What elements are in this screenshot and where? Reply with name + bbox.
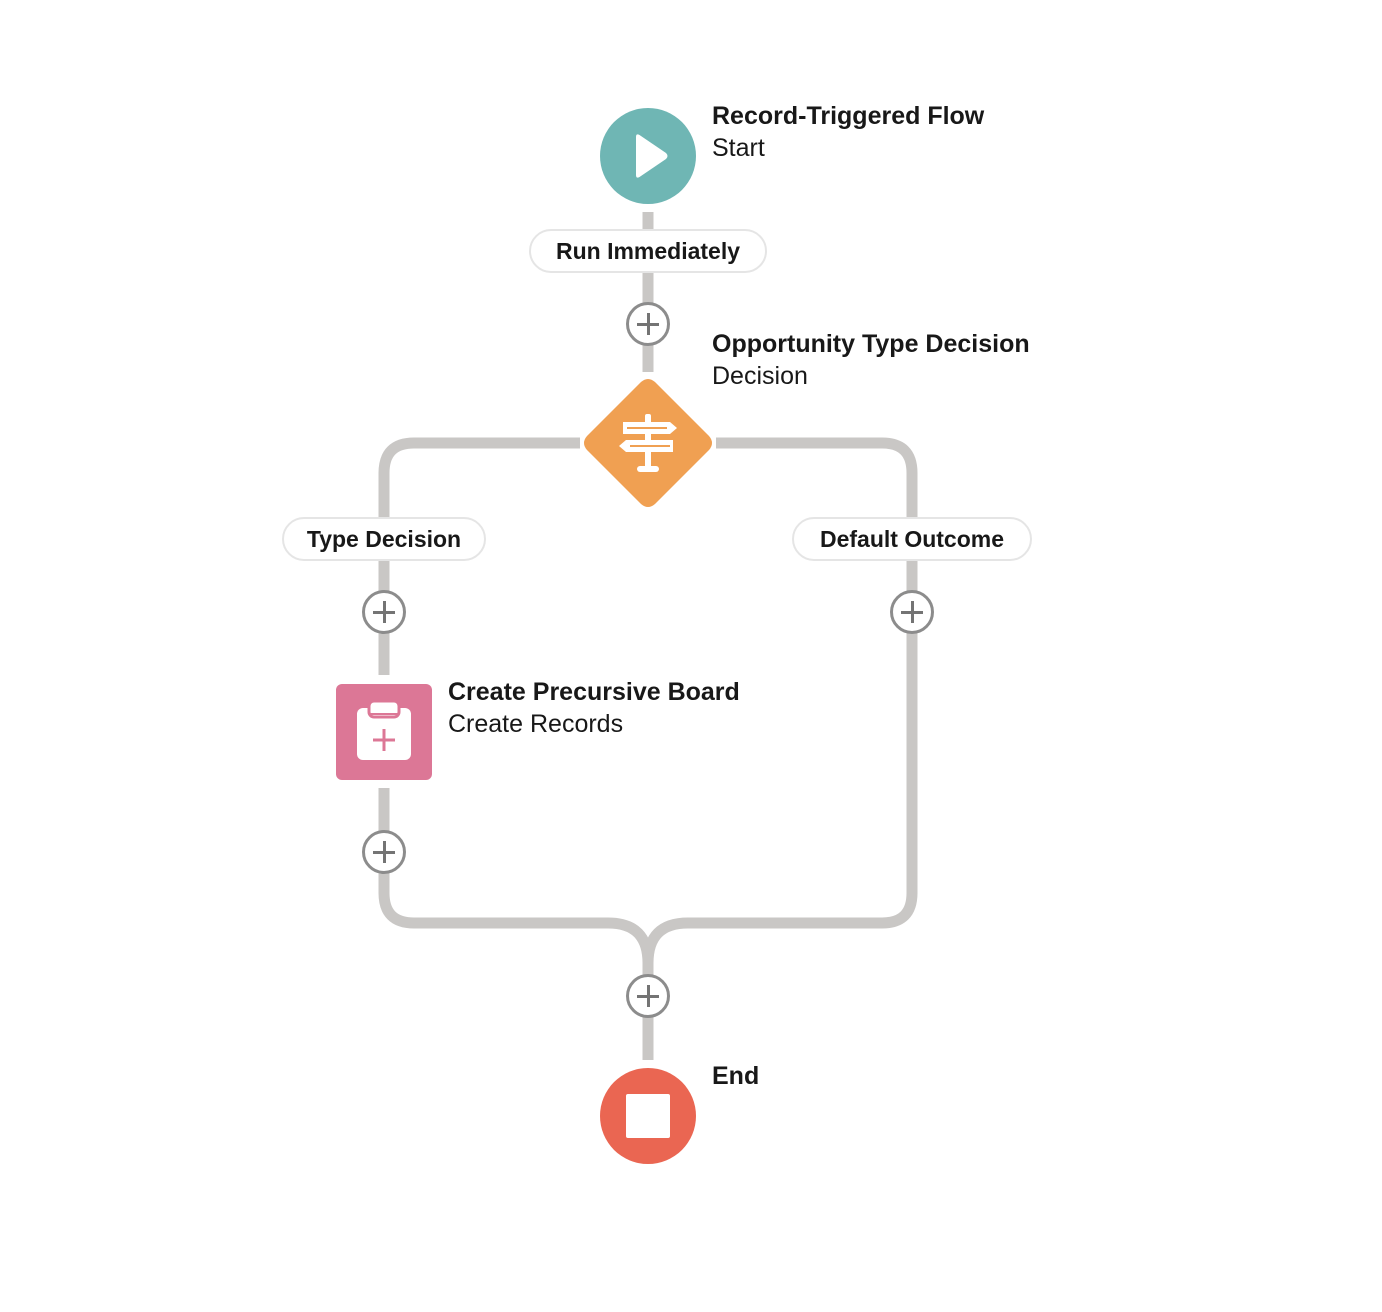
outcome-label-default-outcome[interactable]: Default Outcome [792,517,1032,561]
outcome-label-type-decision[interactable]: Type Decision [282,517,486,561]
add-element-button-merge[interactable] [626,974,670,1018]
signpost-icon [619,414,677,472]
start-node-type: Start [712,134,765,162]
create-records-node-type: Create Records [448,710,624,738]
connector-decision-right [642,437,918,964]
start-node-label: Record-Triggered Flow Start [712,100,984,164]
add-element-button-1[interactable] [626,302,670,346]
add-element-button-right-branch[interactable] [890,590,934,634]
decision-node-label: Opportunity Type Decision Decision [712,328,1030,392]
stop-icon [626,1094,670,1138]
start-node[interactable] [600,108,696,204]
create-records-node[interactable] [336,684,432,780]
decision-node-type: Decision [712,362,808,390]
path-label-run-immediately[interactable]: Run Immediately [529,229,767,273]
decision-node-title: Opportunity Type Decision [712,330,1030,358]
connector-decision-left [378,437,580,675]
add-element-button-left-branch[interactable] [362,590,406,634]
start-node-title: Record-Triggered Flow [712,102,985,130]
clipboard-add-icon [357,699,411,760]
decision-node[interactable] [583,378,713,508]
connector-left-merge [378,892,654,964]
end-node-title: End [712,1062,760,1090]
end-node[interactable] [600,1068,696,1164]
create-records-node-title: Create Precursive Board [448,678,740,706]
add-element-button-after-create[interactable] [362,830,406,874]
end-node-label: End [712,1060,759,1092]
play-icon [636,134,668,178]
create-records-node-label: Create Precursive Board Create Records [448,676,740,740]
